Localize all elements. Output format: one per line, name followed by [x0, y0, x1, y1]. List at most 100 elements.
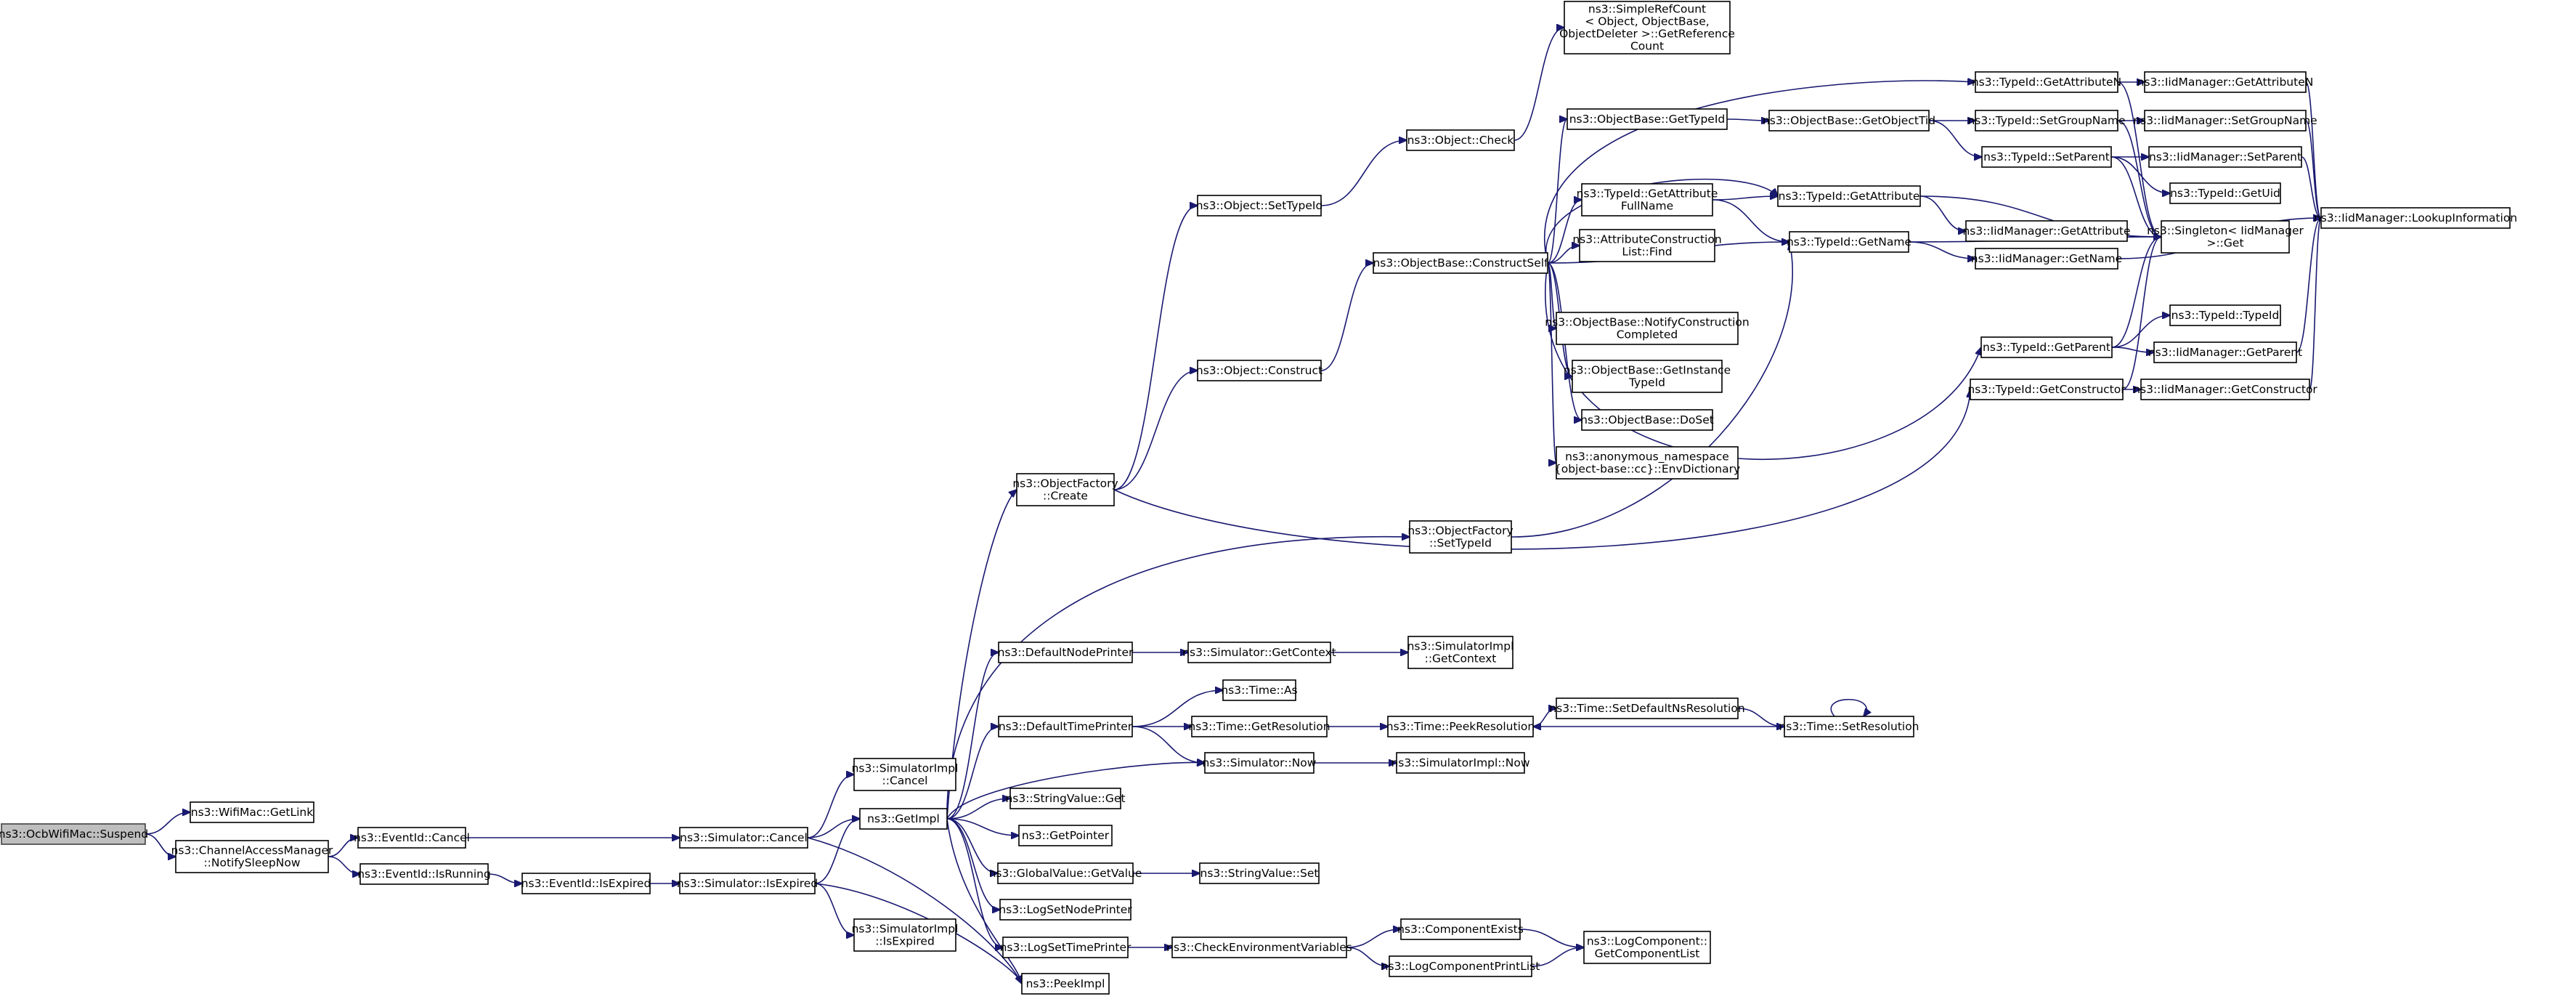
edge-tidgetattrfull-to-tidgetattr: [1712, 196, 1778, 201]
graph-node-getimpl[interactable]: ns3::GetImpl: [859, 808, 948, 830]
graph-node-doset[interactable]: ns3::ObjectBase::DoSet: [1580, 409, 1714, 431]
graph-node-iidsetparent[interactable]: ns3::IidManager::SetParent: [2148, 146, 2302, 168]
edge-constructself-to-obgettypeid: [1547, 119, 1567, 264]
edge-simisexpired-to-implisexpired: [814, 883, 854, 935]
node-box: [1970, 379, 2124, 400]
graph-node-defnodeprinter[interactable]: ns3::DefaultNodePrinter: [998, 642, 1134, 663]
edge-deftimeprinter-to-simnow: [1131, 726, 1205, 763]
node-box: [2161, 220, 2290, 254]
graph-node-iidgetparent[interactable]: ns3::IidManager::GetParent: [2148, 341, 2302, 363]
graph-node-setdefnsres[interactable]: ns3::Time::SetDefaultNsResolution: [1549, 697, 1745, 719]
graph-node-peekres[interactable]: ns3::Time::PeekResolution: [1386, 716, 1535, 737]
node-box: [1197, 195, 1322, 217]
graph-node-implcancel[interactable]: ns3::SimulatorImpl::Cancel: [852, 758, 959, 791]
edge-logcompprintlist-to-logcompgetlist: [1531, 947, 1584, 967]
graph-node-logcompgetlist[interactable]: ns3::LogComponent::GetComponentList: [1583, 931, 1711, 964]
graph-node-simcancel[interactable]: ns3::Simulator::Cancel: [679, 827, 808, 849]
graph-node-simisexpired[interactable]: ns3::Simulator::IsExpired: [677, 873, 818, 894]
graph-node-constructself[interactable]: ns3::ObjectBase::ConstructSelf: [1373, 252, 1548, 274]
node-box: [357, 827, 466, 849]
graph-node-evisexpired[interactable]: ns3::EventId::IsExpired: [521, 873, 651, 894]
edge-tidsetparent-to-tidgetuid: [2110, 156, 2170, 193]
edges-layer: [145, 28, 2321, 984]
graph-node-tidtypeid[interactable]: ns3::TypeId::TypeId: [2169, 304, 2281, 326]
edge-suspend-to-getlink: [145, 812, 190, 835]
graph-node-iidsetgroup[interactable]: ns3::IidManager::SetGroupName: [2133, 110, 2317, 132]
graph-node-strvalset[interactable]: ns3::StringValue::Set: [1199, 862, 1320, 884]
graph-node-notifyconstr[interactable]: ns3::ObjectBase::NotifyConstructionCompl…: [1545, 312, 1750, 345]
graph-node-obgettypeid[interactable]: ns3::ObjectBase::GetTypeId: [1567, 108, 1728, 130]
graph-node-tidgetparent[interactable]: ns3::TypeId::GetParent: [1980, 336, 2113, 358]
edge-obgetobjtid-to-tidsetparent: [1928, 120, 1982, 157]
node-label-line: ns3::IidManager::SetParent: [2149, 150, 2301, 163]
graph-node-getpointer[interactable]: ns3::GetPointer: [1018, 825, 1113, 846]
node-label-line: ::IsExpired: [875, 935, 935, 948]
graph-node-simnow[interactable]: ns3::Simulator::Now: [1203, 752, 1317, 774]
edge-tidgetparent-to-iidgetparent: [2111, 347, 2154, 352]
edge-simcancel-to-implcancel: [807, 774, 854, 838]
node-box: [1784, 716, 1914, 737]
graph-node-deftimeprinter[interactable]: ns3::DefaultTimePrinter: [998, 716, 1133, 737]
graph-node-singletonget[interactable]: ns3::Singleton< IidManager>::Get: [2147, 220, 2304, 254]
node-label-line: ns3::Simulator::Now: [1203, 756, 1317, 769]
node-box: [1777, 185, 1921, 207]
graph-node-implisexpired[interactable]: ns3::SimulatorImpl::IsExpired: [852, 918, 959, 952]
node-label-line: FullName: [1621, 200, 1673, 213]
edge-getimpl-to-peekimpl: [946, 818, 1022, 984]
graph-node-timeas[interactable]: ns3::Time::As: [1221, 679, 1298, 701]
graph-node-implgetcontext[interactable]: ns3::SimulatorImpl::GetContext: [1407, 636, 1514, 669]
edge-constructself-to-envdict: [1547, 262, 1556, 463]
node-box: [1187, 642, 1331, 663]
node-box: [1975, 71, 2118, 93]
graph-node-objcheck[interactable]: ns3::Object::Check: [1406, 129, 1515, 151]
graph-node-tidgetattr[interactable]: ns3::TypeId::GetAttribute: [1777, 185, 1921, 207]
graph-node-iidgetname[interactable]: ns3::IidManager::GetName: [1971, 248, 2122, 270]
graph-node-getlink[interactable]: ns3::WifiMac::GetLink: [190, 801, 314, 823]
node-label-line: ::NotifySleepNow: [203, 857, 300, 870]
graph-node-timesetres[interactable]: ns3::Time::SetResolution: [1779, 716, 1919, 737]
graph-node-compexists[interactable]: ns3::ComponentExists: [1397, 918, 1524, 940]
graph-node-tidgetname[interactable]: ns3::TypeId::GetName: [1787, 231, 1911, 253]
graph-node-logsetnode[interactable]: ns3::LogSetNodePrinter: [999, 899, 1132, 921]
graph-node-simgetcontext[interactable]: ns3::Simulator::GetContext: [1182, 642, 1336, 663]
graph-node-globvalget[interactable]: ns3::GlobalValue::GetValue: [989, 862, 1142, 884]
graph-node-tidgetuid[interactable]: ns3::TypeId::GetUid: [2169, 182, 2281, 204]
node-label-line: {object-base::cc}::EnvDictionary: [1554, 463, 1740, 476]
graph-node-tidsetparent[interactable]: ns3::TypeId::SetParent: [1981, 146, 2112, 168]
graph-node-objfactsettypeid[interactable]: ns3::ObjectFactory::SetTypeId: [1407, 520, 1513, 554]
graph-node-suspend[interactable]: ns3::OcbWifiMac::Suspend: [0, 823, 148, 845]
graph-node-evcancel[interactable]: ns3::EventId::Cancel: [354, 827, 470, 849]
node-box: [1975, 248, 2118, 270]
node-label-line: ns3::IidManager::GetParent: [2148, 346, 2302, 359]
graph-node-timegetres[interactable]: ns3::Time::GetResolution: [1188, 716, 1330, 737]
graph-node-iidgetattrn[interactable]: ns3::IidManager::GetAttributeN: [2137, 71, 2314, 93]
graph-node-peekimpl[interactable]: ns3::PeekImpl: [1021, 973, 1110, 995]
graph-node-strvalget[interactable]: ns3::StringValue::Get: [1005, 788, 1126, 809]
graph-node-notifysleep[interactable]: ns3::ChannelAccessManager::NotifySleepNo…: [171, 840, 333, 873]
graph-node-lookupinfo[interactable]: ns3::IidManager::LookupInformation: [2314, 207, 2517, 229]
node-box: [2144, 71, 2307, 93]
graph-node-objconstruct[interactable]: ns3::Object::Construct: [1196, 360, 1322, 381]
graph-node-tidsetgroup[interactable]: ns3::TypeId::SetGroupName: [1967, 110, 2126, 132]
graph-node-iidgetattr[interactable]: ns3::IidManager::GetAttribute: [1962, 220, 2131, 242]
graph-node-evisrunning[interactable]: ns3::EventId::IsRunning: [357, 863, 491, 885]
graph-node-iidgetctor[interactable]: ns3::IidManager::GetConstructor: [2133, 379, 2317, 400]
graph-node-logcompprintlist[interactable]: ns3::LogComponentPrintList: [1381, 955, 1540, 977]
graph-node-objsettypeid[interactable]: ns3::Object::SetTypeId: [1196, 195, 1323, 217]
graph-node-tidgetattrn[interactable]: ns3::TypeId::GetAttributeN: [1972, 71, 2121, 93]
node-label-line: ns3::Object::Check: [1407, 134, 1514, 147]
node-box: [1009, 788, 1121, 809]
graph-node-objfactcreate[interactable]: ns3::ObjectFactory::Create: [1012, 473, 1118, 506]
graph-node-logsettime[interactable]: ns3::LogSetTimePrinter: [1000, 937, 1131, 958]
graph-node-envdict[interactable]: ns3::anonymous_namespace{object-base::cc…: [1554, 446, 1740, 480]
graph-node-implnow[interactable]: ns3::SimulatorImpl::Now: [1391, 752, 1530, 774]
graph-node-simplerefcount[interactable]: ns3::SimpleRefCount< Object, ObjectBase,…: [1559, 1, 1735, 54]
graph-node-obgetobjtid[interactable]: ns3::ObjectBase::GetObjectTid: [1763, 110, 1935, 132]
node-label-line: ns3::Time::GetResolution: [1188, 720, 1330, 733]
edge-tidgetattr-to-iidgetattr: [1919, 195, 1966, 231]
graph-node-tidgetctor[interactable]: ns3::TypeId::GetConstructor: [1967, 379, 2126, 400]
graph-node-checkenv[interactable]: ns3::CheckEnvironmentVariables: [1166, 937, 1352, 958]
